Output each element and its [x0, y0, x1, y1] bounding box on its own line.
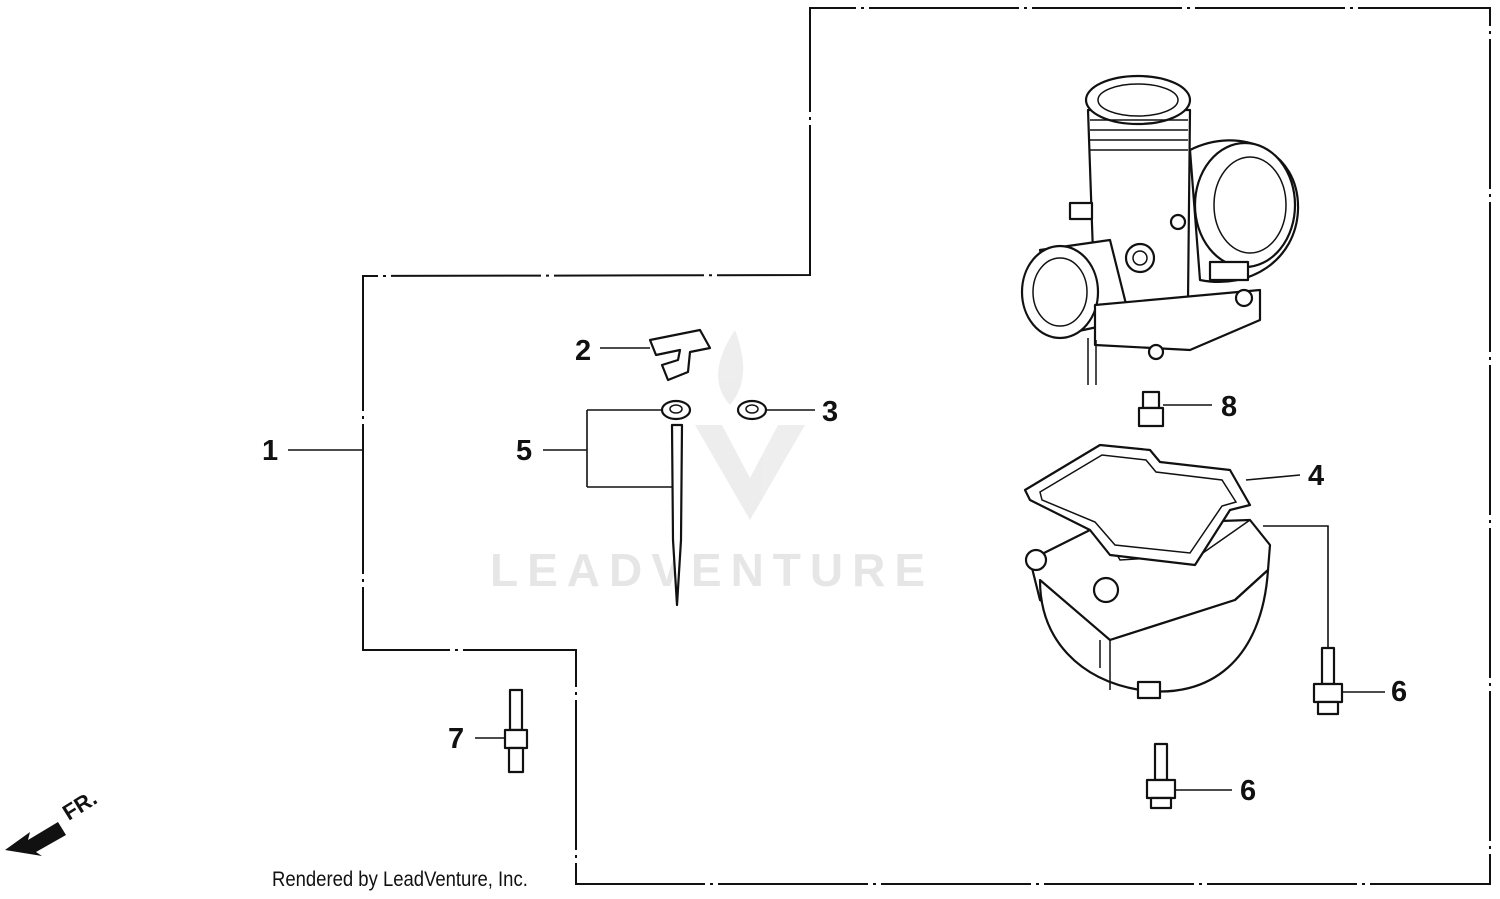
callout-1: 1: [262, 435, 278, 467]
jet-needle: [670, 423, 684, 607]
clip: [648, 328, 712, 382]
washer-left: [660, 399, 692, 421]
callout-3: 3: [822, 396, 838, 428]
callout-5: 5: [516, 435, 532, 467]
carburetor-body: [1020, 74, 1300, 385]
assembly-frame: [362, 7, 1491, 885]
callout-2: 2: [575, 335, 591, 367]
gasket-inner: [1039, 454, 1238, 554]
callout-4: 4: [1308, 460, 1324, 492]
callout-6-lower: 6: [1240, 775, 1256, 807]
callout-7: 7: [448, 723, 464, 755]
gasket: [1023, 443, 1252, 567]
watermark-text: LEADVENTURE: [490, 544, 934, 596]
leadventure-logo-icon: [695, 330, 805, 520]
watermark: LEADVENTURE: [490, 330, 934, 596]
main-jet: [1137, 390, 1165, 428]
float-chamber: [1024, 518, 1272, 700]
pilot-jet: [503, 688, 529, 774]
arrow-icon: [5, 822, 66, 856]
washer-right: [736, 399, 768, 421]
callout-6-upper: 6: [1391, 676, 1407, 708]
leader-lines: [288, 347, 1385, 791]
screw-upper: [1312, 646, 1344, 716]
callout-8: 8: [1221, 391, 1237, 423]
screw-lower: [1145, 742, 1177, 810]
credit-text: Rendered by LeadVenture, Inc.: [272, 868, 528, 891]
